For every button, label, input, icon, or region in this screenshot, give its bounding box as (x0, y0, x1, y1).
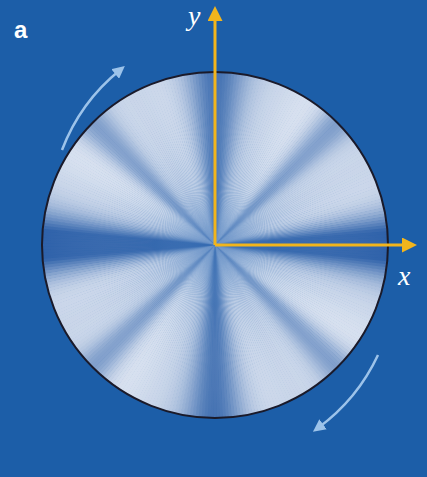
y-axis (214, 18, 217, 245)
axis-label: x (398, 262, 410, 290)
rotation-arrow (62, 70, 120, 150)
x-axis (215, 244, 405, 247)
rotation-arrow (318, 355, 378, 428)
axis-label: y (188, 2, 200, 30)
panel-letter: a (14, 18, 27, 42)
